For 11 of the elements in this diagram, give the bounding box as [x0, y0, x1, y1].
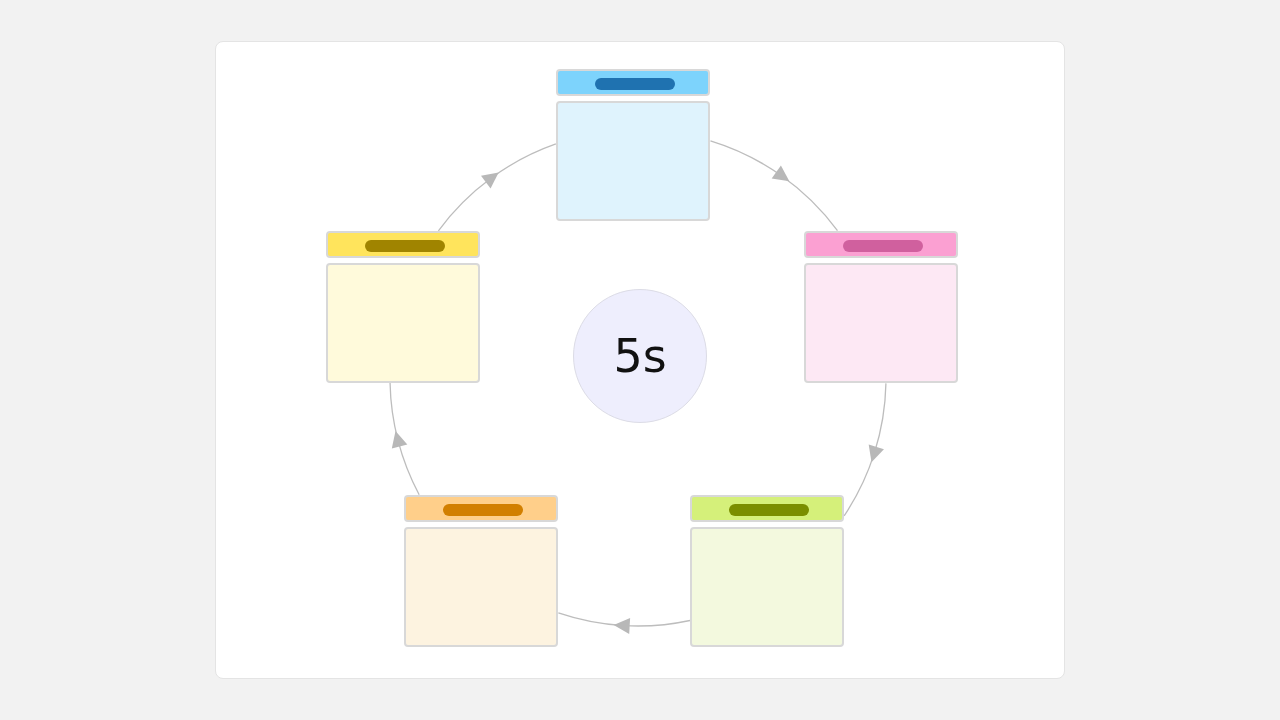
arrow	[437, 143, 557, 232]
center-label: 5s	[613, 329, 667, 383]
card	[326, 231, 480, 383]
arrow	[557, 612, 691, 634]
card	[804, 231, 958, 383]
arrow	[709, 140, 839, 232]
card	[690, 495, 844, 647]
arrow	[389, 382, 420, 496]
card	[404, 495, 558, 647]
card	[556, 69, 710, 221]
arrow	[843, 382, 887, 517]
